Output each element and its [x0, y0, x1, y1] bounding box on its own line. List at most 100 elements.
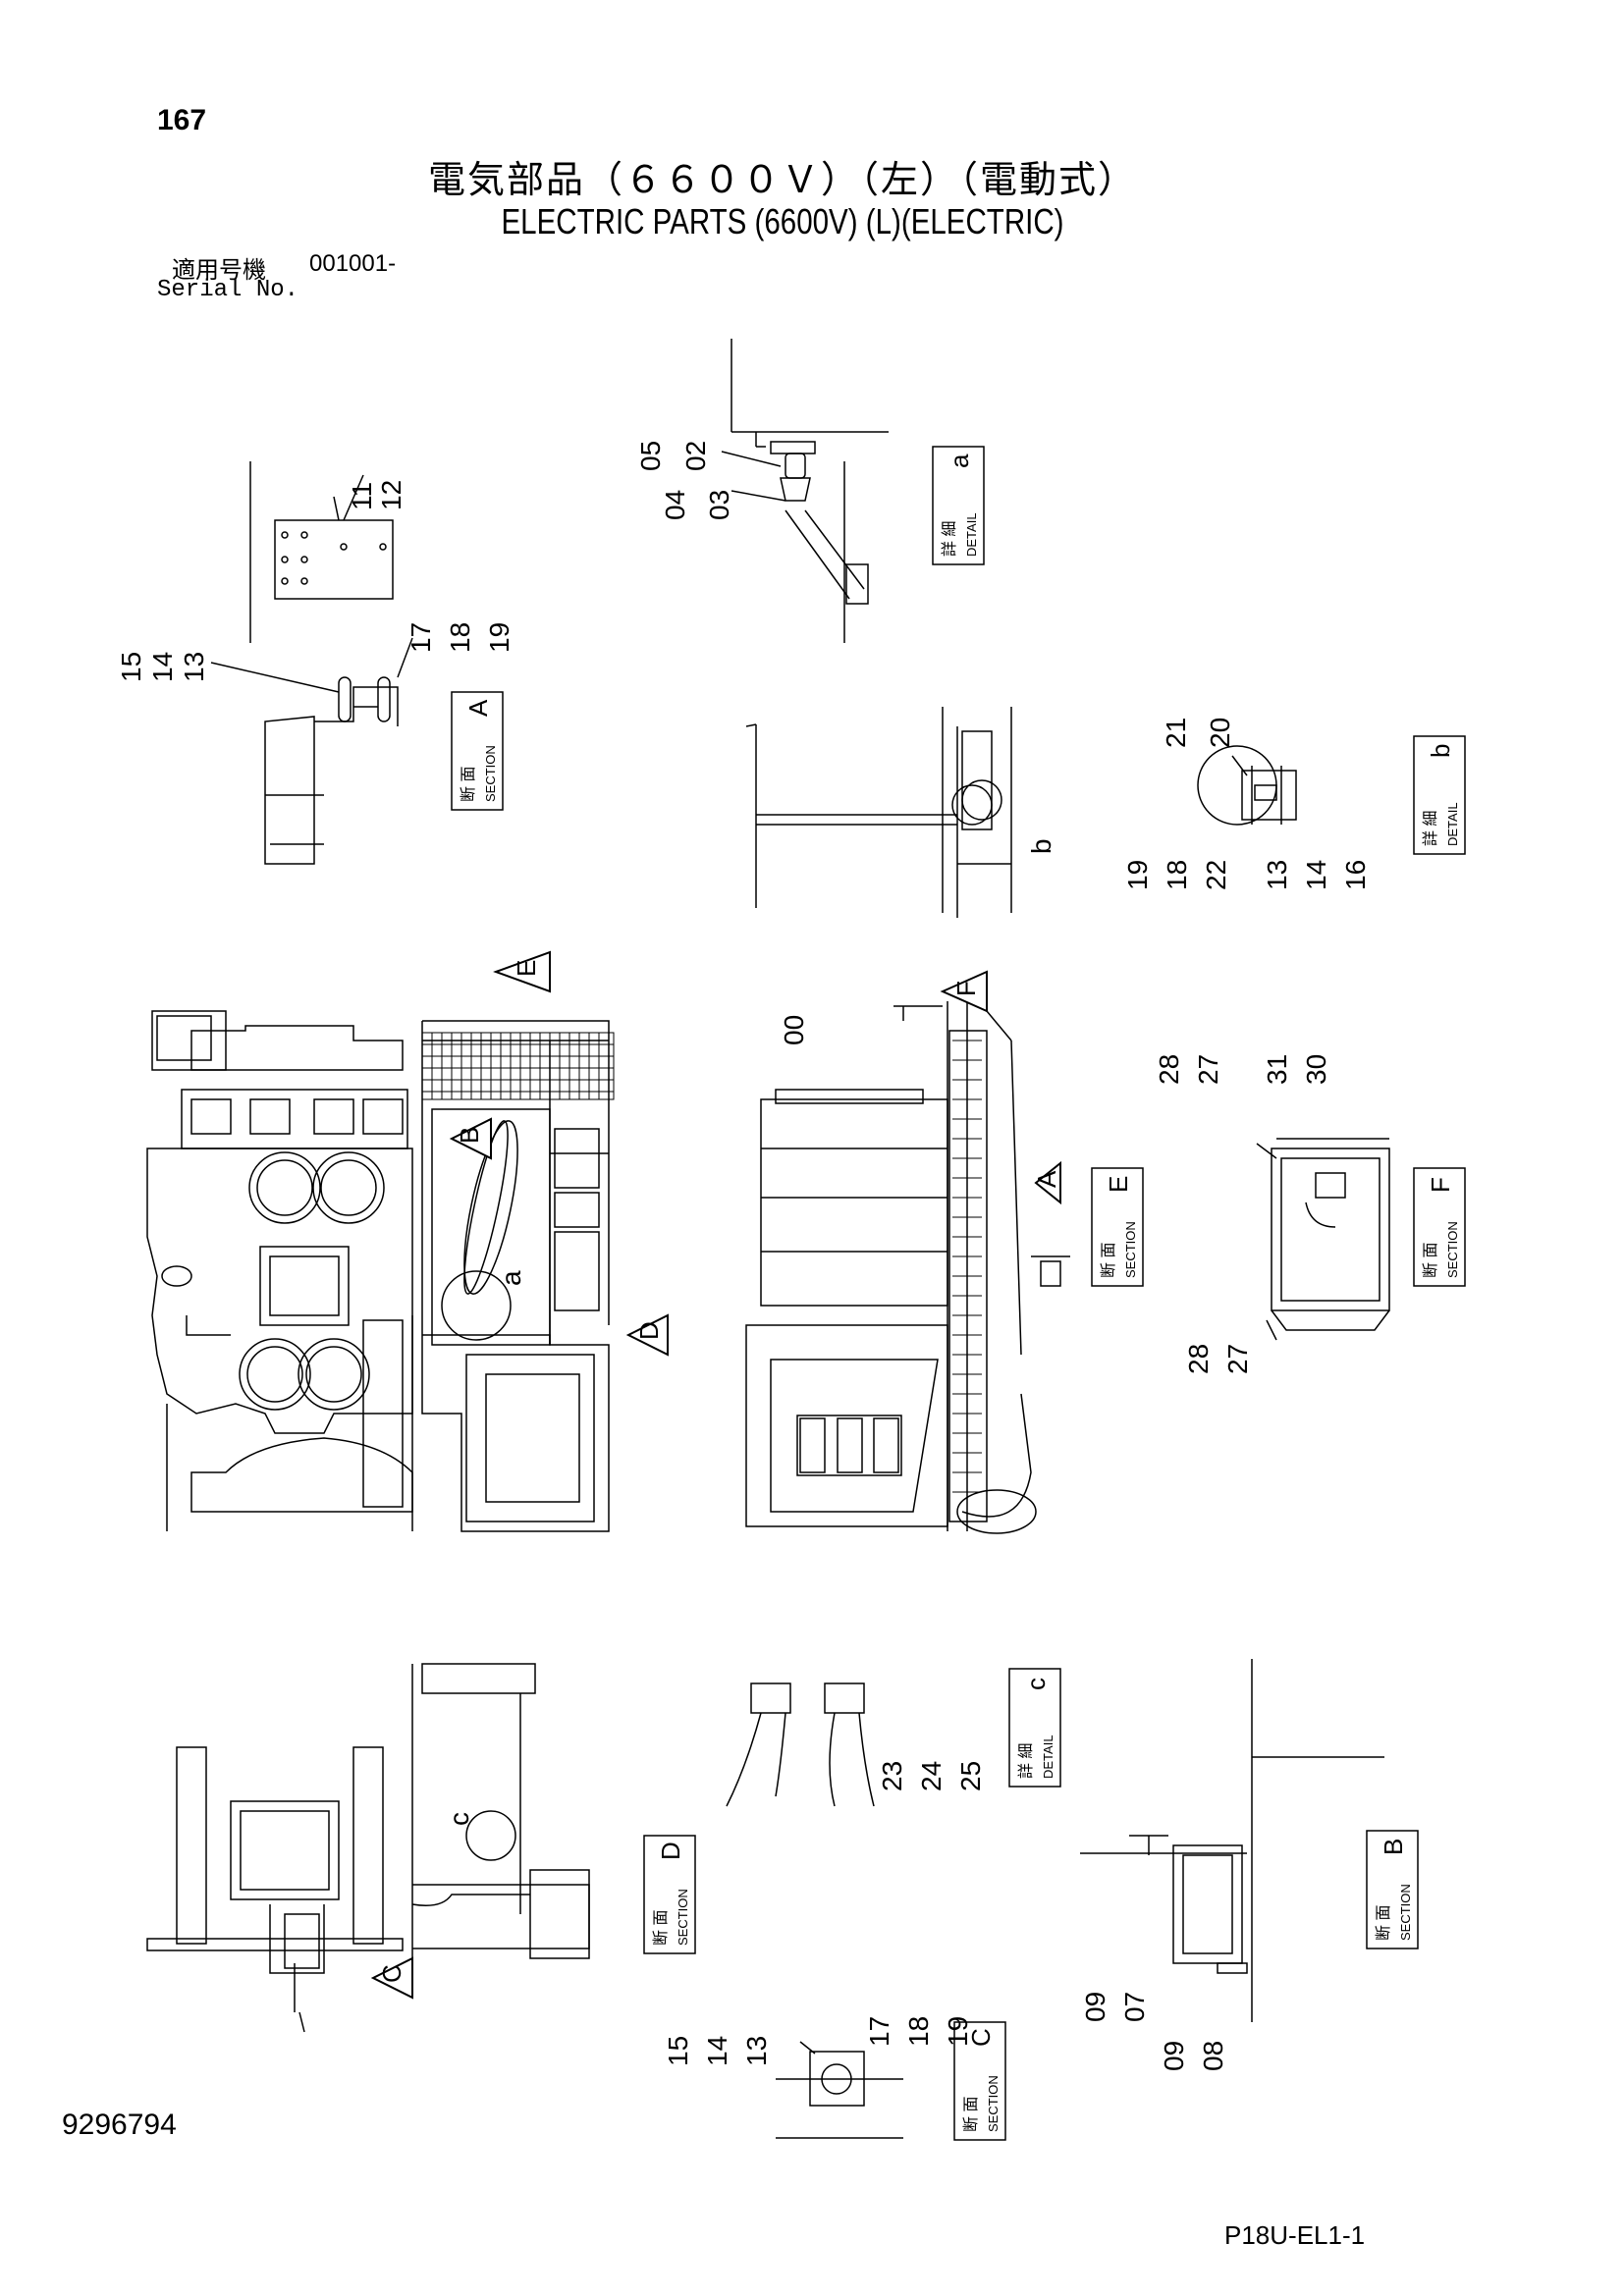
svg-text:詳 細: 詳 細	[1422, 811, 1439, 846]
callout-12: 12	[376, 480, 406, 510]
detail-circle-letters: b a c	[444, 838, 1056, 1826]
callout-28: 28	[1154, 1054, 1184, 1085]
svg-text:DETAIL: DETAIL	[1041, 1735, 1056, 1779]
callout-13b: 13	[1262, 860, 1292, 890]
arrow-letter-d: D	[634, 1321, 664, 1340]
callout-13: 13	[179, 652, 209, 682]
callout-15c: 15	[663, 2036, 693, 2066]
callout-30: 30	[1301, 1054, 1331, 1085]
callout-18: 18	[445, 622, 475, 653]
callout-09a: 09	[1080, 1992, 1110, 2022]
svg-text:詳 細: 詳 細	[1017, 1743, 1035, 1779]
callout-31: 31	[1262, 1054, 1292, 1085]
section-label-c: 断 面 SECTION C	[953, 2021, 1006, 2141]
callout-21: 21	[1161, 718, 1191, 748]
svg-text:断 面: 断 面	[962, 2097, 980, 2132]
detail-a-view	[721, 339, 889, 643]
svg-text:A: A	[463, 699, 493, 717]
serial-number-value: 001001-	[309, 250, 397, 277]
detail-letter-c: c	[444, 1812, 474, 1826]
svg-text:D: D	[656, 1842, 685, 1860]
callout-19c: 19	[943, 2016, 973, 2047]
callout-11: 11	[347, 482, 377, 510]
main-plan-grating	[421, 1032, 615, 1100]
callout-07: 07	[1119, 1992, 1150, 2022]
section-label-e: 断 面 SECTION E	[1091, 1167, 1144, 1287]
view-arrows	[370, 950, 1061, 2000]
svg-text:断 面: 断 面	[652, 1910, 670, 1946]
svg-text:断 面: 断 面	[460, 767, 477, 802]
callout-28b: 28	[1183, 1344, 1214, 1374]
detail-label-a: 詳 細 DETAIL a	[932, 446, 985, 565]
callout-20: 20	[1205, 718, 1235, 748]
callout-18b: 18	[1162, 860, 1192, 890]
svg-text:SECTION: SECTION	[676, 1889, 690, 1946]
sheet-code: P18U-EL1-1	[1224, 2220, 1366, 2250]
callout-18c: 18	[903, 2016, 934, 2047]
serial-label-english: Serial No.	[157, 277, 299, 303]
svg-text:SECTION: SECTION	[1123, 1221, 1138, 1278]
section-label-f: 断 面 SECTION F	[1413, 1167, 1466, 1287]
arrow-letter-c: C	[377, 1964, 406, 1983]
section-f-view	[1256, 1138, 1390, 1341]
detail-c-view	[726, 1682, 875, 1807]
serial-label-japanese: 適用号機	[172, 256, 266, 284]
callout-16: 16	[1340, 860, 1371, 890]
document-number: 9296794	[62, 2109, 177, 2141]
svg-text:SECTION: SECTION	[1398, 1884, 1413, 1941]
detail-letter-b: b	[1026, 838, 1056, 854]
callout-04: 04	[660, 490, 690, 520]
callout-02: 02	[680, 441, 711, 471]
main-plan-view	[146, 1010, 610, 1532]
section-a-view	[210, 461, 413, 865]
section-label-d: 断 面 SECTION D	[643, 1835, 696, 1954]
svg-text:F: F	[1426, 1177, 1455, 1193]
arrow-letter-f: F	[951, 981, 981, 996]
svg-text:c: c	[1021, 1678, 1051, 1690]
svg-text:断 面: 断 面	[1422, 1243, 1439, 1278]
callout-09b: 09	[1159, 2041, 1189, 2071]
arrow-letter-b: B	[455, 1127, 484, 1144]
callout-19b: 19	[1122, 860, 1153, 890]
svg-text:C: C	[966, 2028, 996, 2047]
title-japanese: 電気部品（６６００Ｖ）（左）（電動式）	[427, 158, 1137, 201]
view-label-boxes: 断 面 SECTION A 詳 細 DETAIL a 詳 細 DETAIL b …	[451, 446, 1466, 2141]
section-label-b: 断 面 SECTION B	[1366, 1830, 1419, 1949]
callout-15: 15	[116, 652, 146, 682]
section-b-view	[1080, 1659, 1384, 2022]
detail-letter-a: a	[496, 1270, 526, 1286]
callout-05: 05	[635, 441, 666, 471]
callout-numbers: 11 12 15 14 13 17 18 19 05 02 04 03 21 2…	[116, 441, 1371, 2071]
view-arrow-letters: E F A D B C	[377, 960, 1061, 1983]
svg-text:SECTION: SECTION	[1445, 1221, 1460, 1278]
callout-19: 19	[484, 622, 514, 653]
svg-text:a: a	[945, 454, 974, 468]
detail-circles	[441, 784, 993, 1861]
callout-25: 25	[955, 1761, 986, 1791]
section-label-a: 断 面 SECTION A	[451, 691, 504, 811]
elevation-view-b	[745, 707, 1012, 918]
callout-17: 17	[406, 622, 436, 653]
callout-24: 24	[916, 1761, 947, 1791]
callout-13c: 13	[741, 2036, 772, 2066]
main-side-view-hatch	[952, 1040, 982, 1493]
page-number: 167	[157, 104, 207, 136]
detail-label-c: 詳 細 DETAIL c	[1008, 1668, 1061, 1788]
svg-text:B: B	[1379, 1839, 1408, 1855]
callout-08: 08	[1198, 2041, 1228, 2071]
callout-14b: 14	[1301, 860, 1331, 890]
section-c-view	[776, 2041, 903, 2139]
svg-text:SECTION: SECTION	[986, 2075, 1001, 2132]
svg-text:DETAIL: DETAIL	[964, 512, 979, 557]
callout-27: 27	[1193, 1054, 1223, 1085]
callout-00: 00	[779, 1015, 809, 1045]
callout-22: 22	[1201, 860, 1231, 890]
main-side-view	[745, 1001, 1070, 1534]
svg-text:断 面: 断 面	[1375, 1905, 1392, 1941]
svg-text:詳 細: 詳 細	[941, 521, 958, 557]
svg-text:SECTION: SECTION	[483, 745, 498, 802]
callout-17c: 17	[864, 2016, 894, 2047]
detail-label-b: 詳 細 DETAIL b	[1413, 735, 1466, 855]
svg-text:断 面: 断 面	[1100, 1243, 1117, 1278]
detail-b-view	[1197, 745, 1297, 826]
